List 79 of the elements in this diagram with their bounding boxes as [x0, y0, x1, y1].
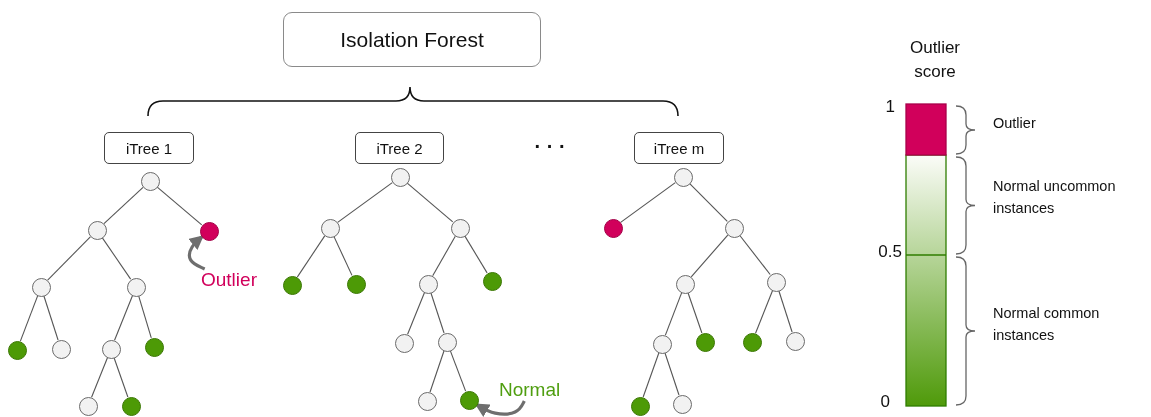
- tree-node-circle: [346, 274, 366, 294]
- tree-node-circle: [87, 220, 107, 240]
- tree-branch-line: [432, 235, 456, 277]
- tree-branch-line: [19, 295, 39, 342]
- tree-branch-line: [407, 292, 425, 335]
- tree-node-circle: [437, 332, 457, 352]
- tree-node-circle: [742, 332, 762, 352]
- tick-label: 0: [879, 392, 890, 412]
- tick-label: 0.5: [877, 242, 902, 262]
- tree-branch-line: [430, 292, 445, 334]
- tick-label: 1: [884, 97, 895, 117]
- tree-node-circle: [51, 339, 71, 359]
- tree-node-circle: [394, 333, 414, 353]
- tree-node-circle: [101, 339, 121, 359]
- tree-node-circle: [126, 277, 146, 297]
- tree-node-circle: [672, 394, 692, 414]
- tree-node-circle: [450, 218, 470, 238]
- tree-node-circle: [140, 171, 160, 191]
- tree-node-circle: [418, 274, 438, 294]
- tree-branch-line: [642, 352, 660, 398]
- tree-branch-line: [406, 182, 454, 223]
- tree-node-circle: [724, 218, 744, 238]
- tree-node-circle: [121, 396, 141, 416]
- tree-node-circle: [390, 167, 410, 187]
- tree-branch-line: [47, 236, 91, 281]
- tree-node-circle: [652, 334, 672, 354]
- tree-node-circle: [482, 271, 502, 291]
- tree-label-box: iTree 1: [104, 132, 194, 164]
- tree-node-circle: [766, 272, 786, 292]
- axis-title: Outlier score: [908, 37, 962, 83]
- tree-branch-line: [103, 186, 144, 225]
- tree-branch-line: [464, 235, 488, 274]
- range-label: Normal uncommon instances: [993, 177, 1117, 218]
- tree-node-circle: [78, 396, 98, 416]
- tree-node-circle: [673, 167, 693, 187]
- tree-branch-line: [689, 183, 728, 222]
- tree-node-circle: [199, 221, 219, 241]
- tree-node-circle: [417, 391, 437, 411]
- tree-branch-line: [43, 295, 59, 341]
- tree-branch-line: [296, 235, 326, 278]
- tree-node-circle: [31, 277, 51, 297]
- tree-branch-line: [156, 186, 203, 226]
- curved-arrow: [187, 235, 206, 271]
- tree-node-circle: [282, 275, 302, 295]
- title-box: Isolation Forest: [283, 12, 541, 67]
- tree-label-box: iTree m: [634, 132, 724, 164]
- tree-node-circle: [695, 332, 715, 352]
- tree-branch-line: [91, 357, 108, 398]
- tree-branch-line: [138, 295, 152, 339]
- tree-branch-line: [337, 182, 393, 223]
- tree-node-circle: [630, 396, 650, 416]
- annotation-label: Outlier: [201, 269, 257, 291]
- tree-branch-line: [620, 182, 676, 223]
- tree-node-circle: [7, 340, 27, 360]
- tree-branch-line: [449, 350, 467, 392]
- tree-branch-line: [778, 290, 793, 333]
- tree-label-box: iTree 2: [355, 132, 444, 164]
- tree-node-circle: [785, 331, 805, 351]
- tree-branch-line: [664, 352, 680, 396]
- ellipsis-text: · · ·: [533, 134, 567, 158]
- tree-branch-line: [739, 234, 771, 276]
- tree-branch-line: [114, 295, 133, 341]
- tree-node-circle: [603, 218, 623, 238]
- tree-branch-line: [687, 292, 703, 334]
- curved-arrow: [474, 400, 526, 417]
- tree-branch-line: [101, 237, 132, 280]
- tree-node-circle: [320, 218, 340, 238]
- tree-node-circle: [459, 390, 479, 410]
- range-label: Normal common instances: [993, 304, 1101, 345]
- tree-branch-line: [664, 292, 683, 336]
- annotation-label: Normal: [499, 379, 561, 401]
- tree-branch-line: [429, 350, 445, 393]
- tree-branch-line: [333, 236, 353, 276]
- tree-node-circle: [144, 337, 164, 357]
- range-label: Outlier: [993, 114, 1037, 133]
- tree-node-circle: [675, 274, 695, 294]
- tree-branch-line: [755, 290, 773, 334]
- tree-branch-line: [690, 234, 729, 278]
- tree-branch-line: [113, 357, 129, 398]
